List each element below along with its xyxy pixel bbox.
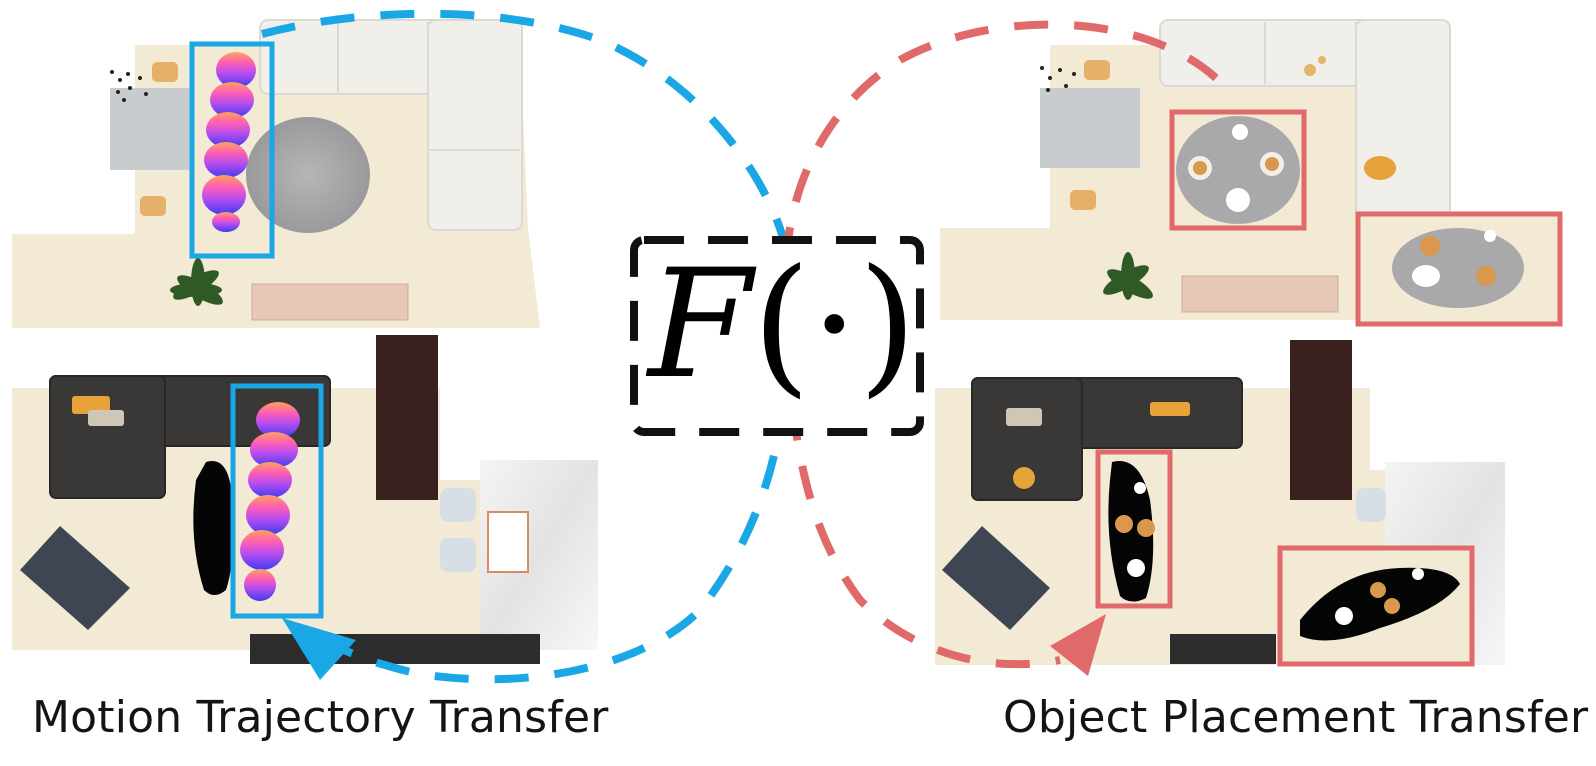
chair-icon [140, 62, 178, 216]
caption-motion-trajectory-transfer: Motion Trajectory Transfer [32, 692, 609, 743]
plate-icon [1420, 236, 1496, 286]
trajectory-highlight-box [189, 41, 275, 259]
round-table [1176, 116, 1300, 224]
sideboard [1181, 275, 1339, 313]
plant-icon [1103, 252, 1153, 300]
inset-table [1392, 228, 1524, 308]
function-label: F(·) [648, 250, 917, 400]
placement-highlight-box [1095, 449, 1173, 609]
plate-icon [1188, 152, 1284, 180]
chair-icon [1356, 488, 1386, 522]
sofa [1159, 19, 1451, 221]
counter-item [487, 511, 529, 573]
red-arrowhead [1050, 614, 1106, 676]
cushion [72, 396, 110, 414]
blue-dashed-arc [260, 9, 795, 684]
placement-highlight-box [1169, 109, 1307, 231]
function-argument: (·) [752, 238, 917, 412]
teapot-icon [1335, 568, 1424, 625]
chair-icon [440, 488, 476, 572]
floor-rug [1170, 634, 1276, 664]
dark-sofa [971, 377, 1243, 501]
bookshelf [1290, 340, 1352, 500]
bottles [1040, 66, 1076, 92]
small-items [1304, 56, 1396, 180]
plant-icon [170, 258, 223, 306]
scene-bottom-left [12, 335, 598, 664]
plate-icon [1115, 515, 1155, 537]
chair-icon [1070, 60, 1110, 210]
plate-icon [1370, 582, 1400, 614]
chair-icon [942, 526, 1050, 630]
scene-top-left [12, 19, 540, 328]
scene-top-right [940, 19, 1563, 327]
coffee-table [193, 461, 234, 595]
sideboard [251, 283, 409, 321]
sofa [259, 19, 523, 231]
chair-icon [20, 526, 130, 630]
trajectory-highlight-box [230, 383, 324, 619]
inset-highlight-box [1277, 545, 1475, 667]
function-name: F [648, 238, 753, 412]
scene-bottom-right [935, 340, 1505, 667]
blue-arrowhead [282, 618, 356, 680]
human-figure-icon [240, 402, 300, 601]
rug [246, 117, 370, 233]
cushion [88, 410, 124, 426]
inset-highlight-box [1355, 211, 1563, 327]
floor-rug [250, 634, 540, 664]
caption-object-placement-transfer: Object Placement Transfer [1003, 692, 1589, 743]
human-figure-icon [202, 52, 256, 232]
teapot-icon [1226, 124, 1250, 212]
teapot-icon [1127, 482, 1146, 577]
function-box [630, 236, 924, 436]
bottles [110, 70, 148, 102]
cushion [1006, 408, 1042, 426]
dining-table [1040, 88, 1140, 168]
bookshelf [376, 335, 438, 500]
cushion [1150, 402, 1190, 416]
teapot-icon [1412, 230, 1496, 287]
hat [1013, 467, 1035, 489]
